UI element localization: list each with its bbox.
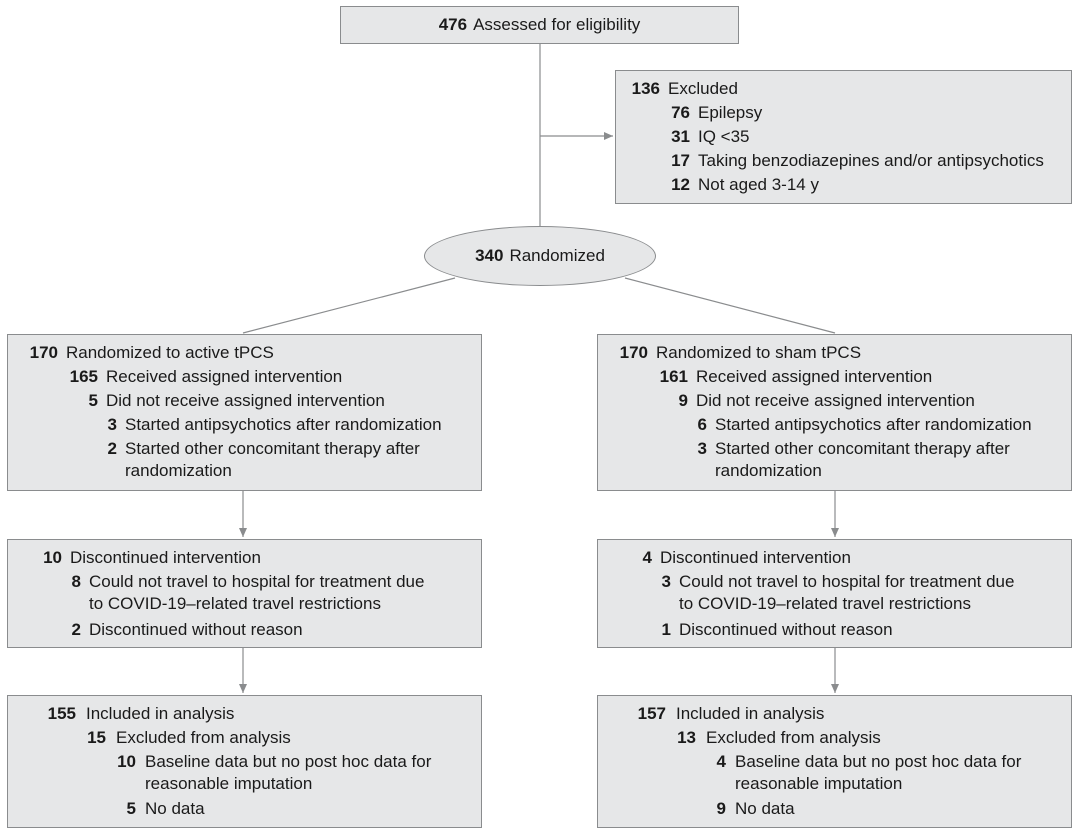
active-included-count: 155 [47,704,76,723]
epilepsy-count: 76 [671,103,690,122]
sham-followup-box: 4 Discontinued intervention 3 Could not … [597,539,1072,648]
iq-count: 31 [671,127,690,146]
active-baseline-label-2: reasonable imputation [145,774,313,793]
sham-baseline-count: 4 [716,752,726,771]
active-reason-concomitant-label-1: Started other concomitant therapy after [125,439,420,458]
active-no-reason-label: Discontinued without reason [89,620,303,639]
active-covid-label-2: to COVID-19–related travel restrictions [89,594,381,613]
active-reason-concomitant-count: 2 [107,439,117,458]
age-label: Not aged 3-14 y [698,175,819,194]
active-covid-label-1: Could not travel to hospital for treatme… [89,572,425,591]
active-received-label: Received assigned intervention [106,367,343,386]
age-count: 12 [671,175,690,194]
sham-baseline-label-2: reasonable imputation [735,774,903,793]
active-no-reason-count: 2 [71,620,81,639]
assessed-count: 476 [438,15,468,34]
active-excluded-analysis-count: 15 [87,728,106,747]
sham-reason-antipsychotics-count: 6 [697,415,707,434]
active-included-label: Included in analysis [86,704,235,723]
sham-no-data-count: 9 [716,799,726,818]
sham-included-label: Included in analysis [676,704,825,723]
active-excluded-analysis-label: Excluded from analysis [116,728,291,747]
sham-covid-label-1: Could not travel to hospital for treatme… [679,572,1015,591]
assessed-box: 476 Assessed for eligibility [340,6,739,44]
randomized-to-sham-line [624,277,836,334]
sham-received-label: Received assigned intervention [696,367,933,386]
sham-excluded-analysis-label: Excluded from analysis [706,728,881,747]
benzodiazepines-label: Taking benzodiazepines and/or antipsycho… [698,151,1044,170]
active-allocation-box: 170 Randomized to active tPCS 165 Receiv… [7,334,482,491]
excluded-label: Excluded [668,79,738,98]
active-not-received-label: Did not receive assigned intervention [106,391,385,410]
randomized-line: 340 Randomized [475,244,605,268]
benzodiazepines-count: 17 [671,151,690,170]
sham-not-received-count: 9 [678,391,688,410]
active-allocation-count: 170 [29,343,58,362]
sham-allocation-count: 170 [619,343,648,362]
active-discontinued-count: 10 [43,548,62,567]
sham-no-data-label: No data [735,799,795,818]
sham-received-count: 161 [659,367,688,386]
active-no-data-count: 5 [126,799,136,818]
active-reason-antipsychotics-label: Started antipsychotics after randomizati… [125,415,442,434]
sham-included-count: 157 [637,704,666,723]
active-baseline-count: 10 [117,752,136,771]
active-no-data-label: No data [145,799,205,818]
assessed-line: 476 Assessed for eligibility [341,13,738,37]
active-reason-concomitant-label-2: randomization [125,461,232,480]
active-followup-box: 10 Discontinued intervention 8 Could not… [7,539,482,648]
randomized-to-active-line [242,277,456,334]
sham-reason-concomitant-label-2: randomization [715,461,822,480]
sham-discontinued-label: Discontinued intervention [660,548,851,567]
excluded-box: 136 Excluded 76 Epilepsy 31 IQ <35 17 Ta… [615,70,1072,204]
iq-label: IQ <35 [698,127,750,146]
active-covid-count: 8 [71,572,81,591]
excluded-count: 136 [631,79,660,98]
randomized-label: Randomized [509,246,605,265]
randomized-count: 340 [475,246,504,265]
sham-reason-concomitant-label-1: Started other concomitant therapy after [715,439,1010,458]
assessed-label: Assessed for eligibility [473,15,641,34]
epilepsy-label: Epilepsy [698,103,763,122]
sham-reason-antipsychotics-label: Started antipsychotics after randomizati… [715,415,1032,434]
active-received-count: 165 [69,367,98,386]
randomized-ellipse: 340 Randomized [424,226,656,286]
sham-discontinued-count: 4 [642,548,652,567]
active-analysis-box: 155 Included in analysis 15 Excluded fro… [7,695,482,828]
sham-covid-count: 3 [661,572,671,591]
sham-covid-label-2: to COVID-19–related travel restrictions [679,594,971,613]
sham-no-reason-count: 1 [661,620,671,639]
sham-reason-concomitant-count: 3 [697,439,707,458]
active-reason-antipsychotics-count: 3 [107,415,117,434]
sham-not-received-label: Did not receive assigned intervention [696,391,975,410]
sham-allocation-label: Randomized to sham tPCS [656,343,862,362]
sham-baseline-label-1: Baseline data but no post hoc data for [735,752,1022,771]
sham-excluded-analysis-count: 13 [677,728,696,747]
active-not-received-count: 5 [88,391,98,410]
sham-analysis-box: 157 Included in analysis 13 Excluded fro… [597,695,1072,828]
sham-allocation-box: 170 Randomized to sham tPCS 161 Received… [597,334,1072,491]
active-discontinued-label: Discontinued intervention [70,548,261,567]
active-baseline-label-1: Baseline data but no post hoc data for [145,752,432,771]
active-allocation-label: Randomized to active tPCS [66,343,274,362]
sham-no-reason-label: Discontinued without reason [679,620,893,639]
